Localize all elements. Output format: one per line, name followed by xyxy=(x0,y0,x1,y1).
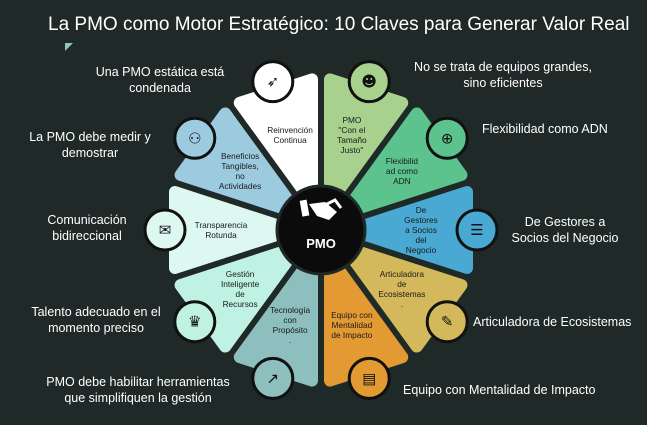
segment-label-line: Flexibilid xyxy=(386,156,419,166)
segment-label-line: Actividades xyxy=(219,181,261,191)
outer-label-equipo: Equipo con Mentalidad de Impacto xyxy=(403,383,596,397)
svg-text:⊕: ⊕ xyxy=(441,129,454,147)
globe-icon: ⊕ xyxy=(425,116,469,160)
rocket-icon: ➶ xyxy=(251,60,295,104)
outer-label-articuladora: Articuladora de Ecosistemas xyxy=(473,315,632,329)
svg-text:☻: ☻ xyxy=(361,73,377,91)
document-icon: ☰ xyxy=(455,208,499,252)
presentation-board-icon: ▤ xyxy=(347,356,391,400)
center-label: PMO xyxy=(306,236,336,251)
segment-label-line: de xyxy=(397,279,407,289)
head-icon: ☻ xyxy=(347,60,391,104)
segment-label-line: del xyxy=(415,235,426,245)
segment-label-line: Propósito xyxy=(273,325,308,335)
trophy-icon: ♛ xyxy=(173,300,217,344)
decorative-triangle xyxy=(65,43,73,51)
segment-label-line: Mentalidad xyxy=(332,320,373,330)
segment-label-line: Ecosistemas xyxy=(378,289,425,299)
segment-label-line: Continua xyxy=(273,135,307,145)
segment-label-line: Negocio xyxy=(406,245,437,255)
segment-label-line: De xyxy=(416,205,427,215)
segment-label-line: Beneficios xyxy=(221,151,259,161)
segment-label-line: Articuladora xyxy=(380,269,425,279)
svg-text:↗: ↗ xyxy=(267,369,280,387)
edit-document-icon: ✎ xyxy=(425,300,469,344)
segment-label-line: Reinvención xyxy=(267,125,313,135)
segment-label-line: Gestores xyxy=(404,215,438,225)
segment-label-line: "Con el xyxy=(338,125,365,135)
segment-label-line: ad como xyxy=(386,166,418,176)
segment-label-line: ADN xyxy=(393,176,411,186)
outer-label-tamano-justo: No se trata de equipos grandes,sino efic… xyxy=(414,60,592,90)
growth-chart-icon: ↗ xyxy=(251,356,295,400)
svg-text:♛: ♛ xyxy=(188,313,201,331)
team-network-icon: ⚇ xyxy=(173,116,217,160)
svg-text:➶: ➶ xyxy=(267,73,280,91)
svg-text:▤: ▤ xyxy=(362,369,376,387)
segment-label-line: con xyxy=(283,315,297,325)
segment-label-line: Inteligente xyxy=(221,279,260,289)
segment-label-line: no xyxy=(235,171,245,181)
segment-label-line: Recursos xyxy=(223,299,258,309)
segment-label-line: de Impacto xyxy=(331,330,372,340)
segment-label-line: de xyxy=(235,289,245,299)
svg-text:⚇: ⚇ xyxy=(188,129,201,147)
segment-label-line: Gestión xyxy=(226,269,255,279)
svg-text:✎: ✎ xyxy=(441,313,454,331)
communication-icon: ✉ xyxy=(143,208,187,252)
svg-text:✉: ✉ xyxy=(159,221,172,239)
segment-label-line: Tamaño xyxy=(337,135,367,145)
handshake-icon xyxy=(299,198,343,220)
segment-label-line: Rotunda xyxy=(205,230,237,240)
segment-label-line: . xyxy=(289,335,291,345)
segment-label-line: Tangibles, xyxy=(221,161,258,171)
page-title: La PMO como Motor Estratégico: 10 Claves… xyxy=(48,14,630,35)
svg-text:☰: ☰ xyxy=(470,221,483,239)
center-pmo-badge: PMO xyxy=(275,184,367,276)
outer-label-flexibilidad: Flexibilidad como ADN xyxy=(482,122,608,136)
segment-label-line: Equipo con xyxy=(331,310,373,320)
segment-label-line: . xyxy=(401,299,403,309)
segment-label-line: Transparencia xyxy=(195,220,248,230)
segment-label-line: a Socios xyxy=(405,225,437,235)
segment-label-line: PMO xyxy=(342,115,361,125)
segment-label-line: Tecnología xyxy=(270,305,311,315)
segment-label-line: Justo" xyxy=(341,145,364,155)
